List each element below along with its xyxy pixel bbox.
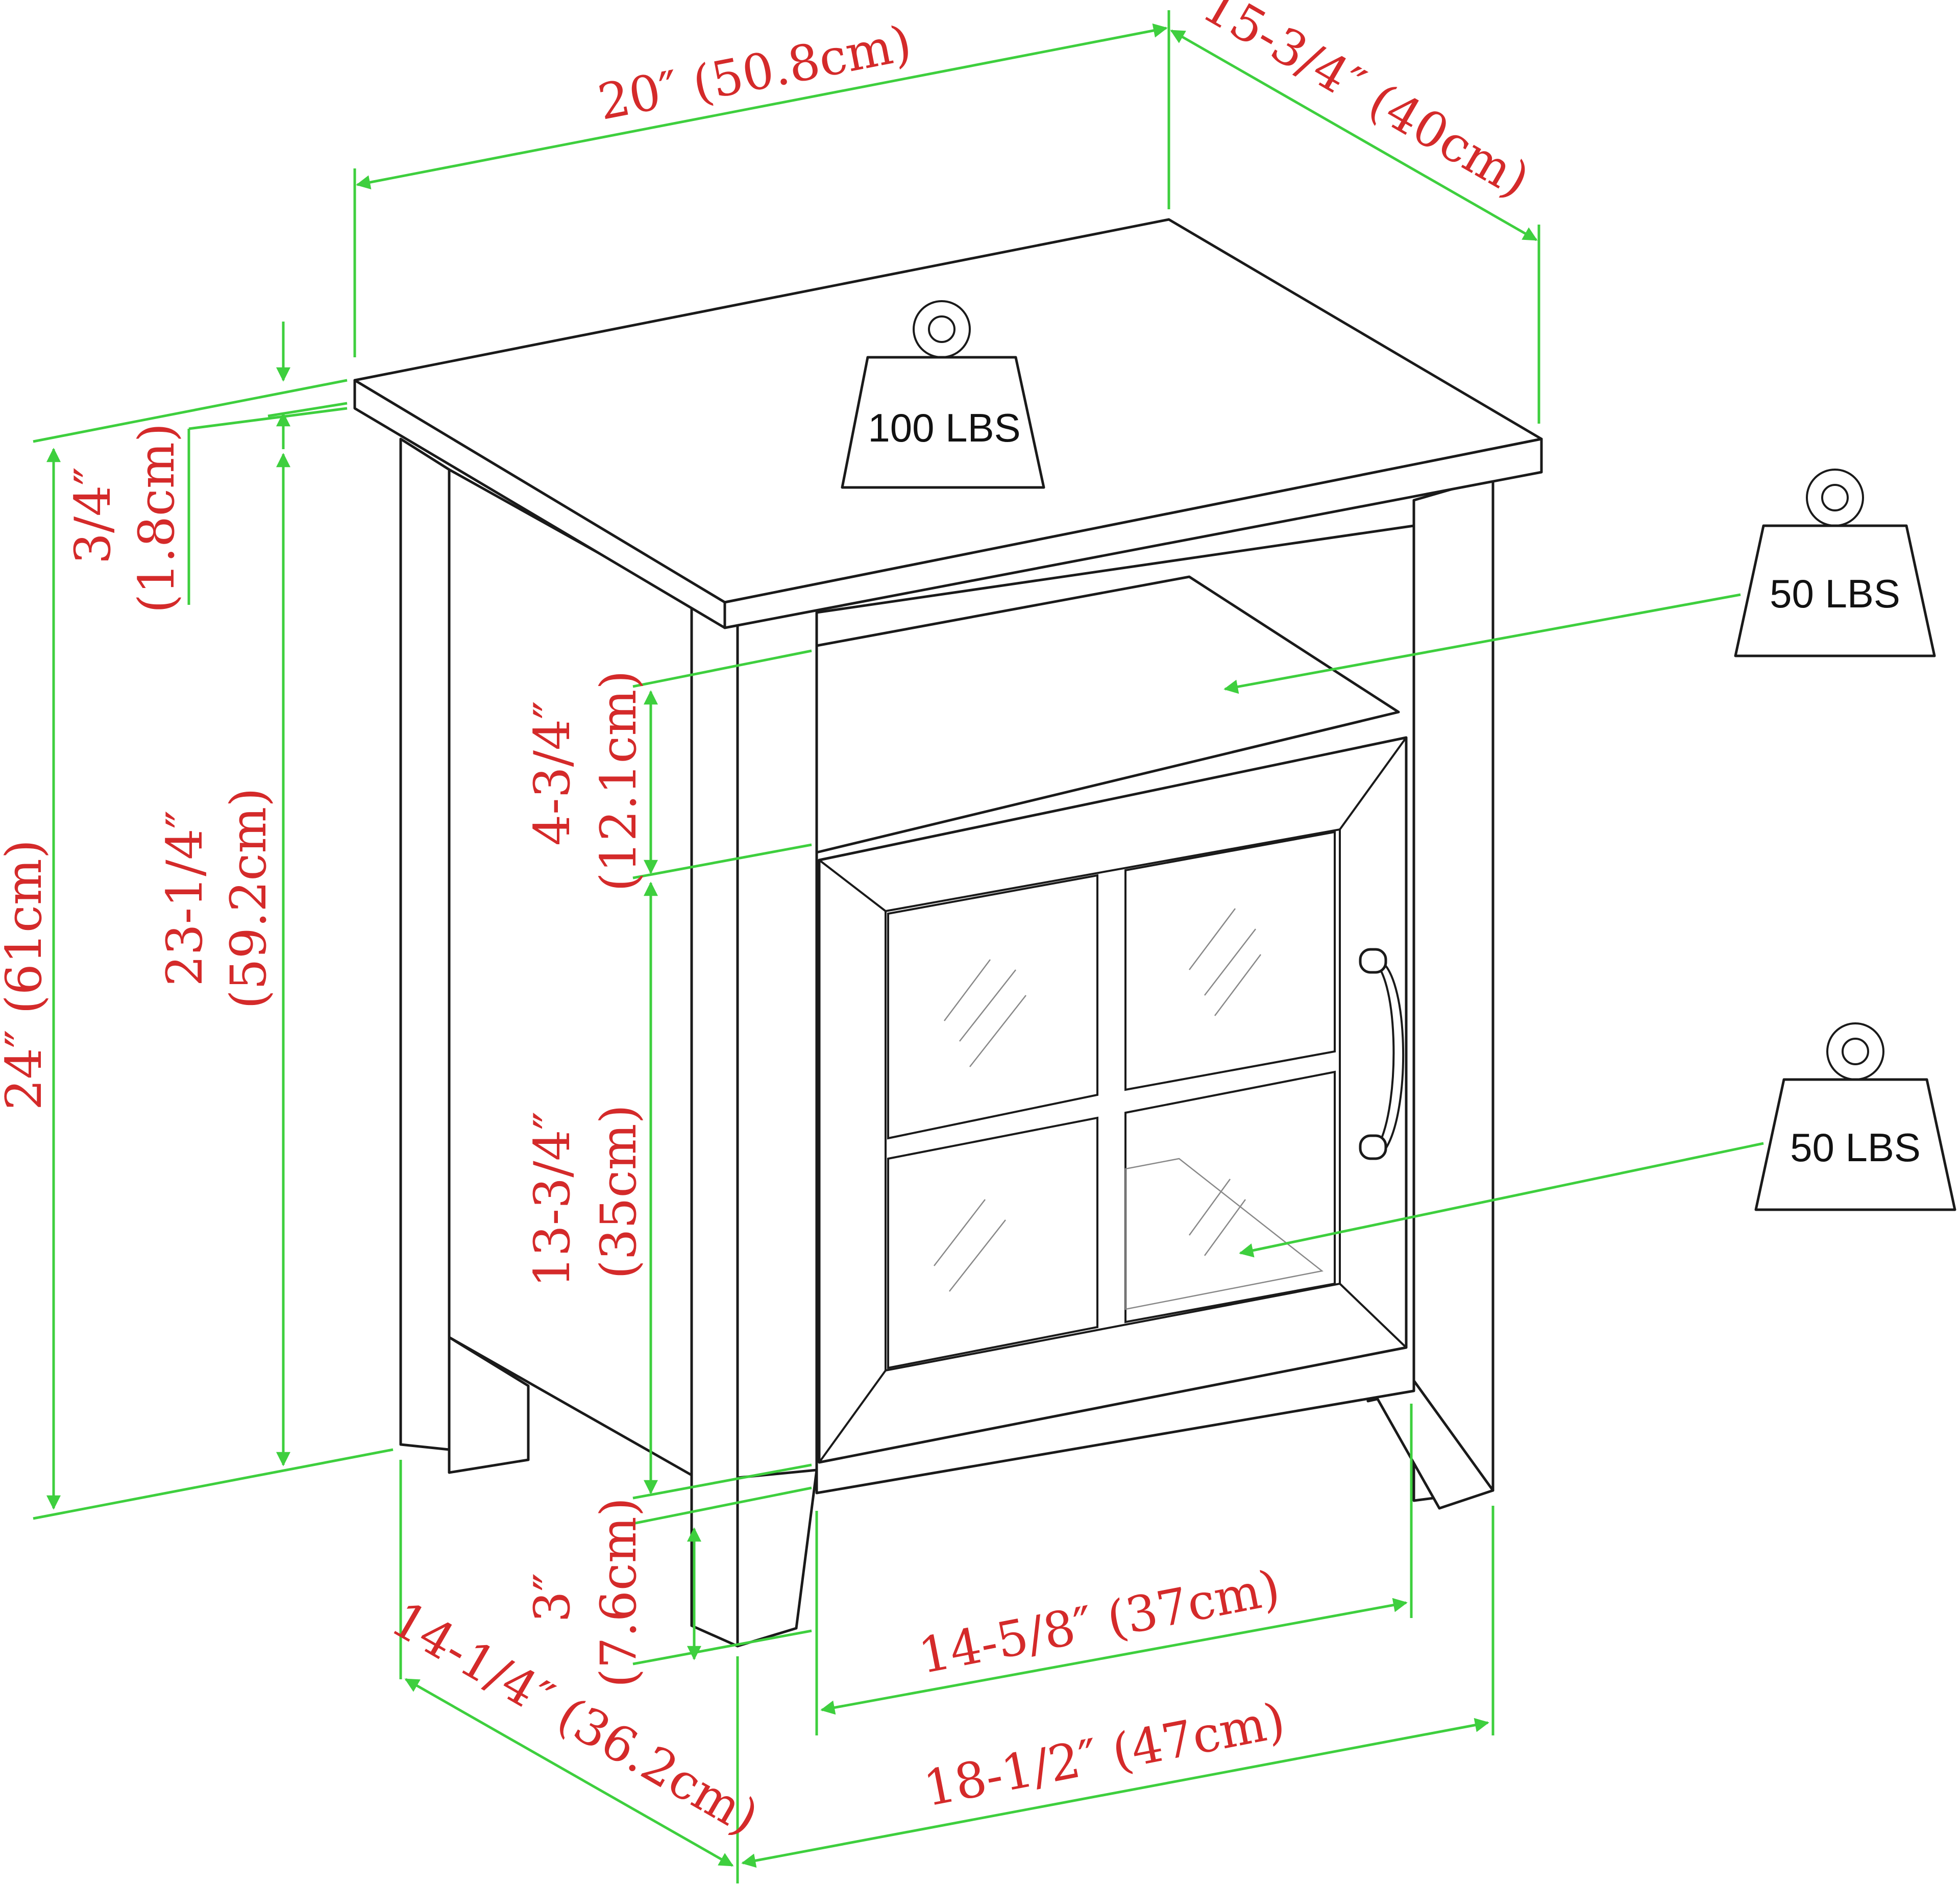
cabinet-door — [818, 736, 1408, 1464]
inner-width-label: 14-5/8″ (37cm) — [914, 1559, 1285, 1685]
shelf-height-cm-label: (12.1cm) — [590, 670, 647, 891]
side-panel — [448, 468, 693, 1477]
body-height-cm-label: (59.2cm) — [220, 788, 277, 1009]
body-height-in-label: 23-1/4″ — [156, 811, 213, 987]
weight-top-label: 100 LBS — [868, 405, 1020, 450]
glass-panes — [887, 830, 1336, 1369]
shelf-load-arrow — [1223, 593, 1741, 694]
cabinet-height-cm-label: (35cm) — [590, 1105, 647, 1279]
cabinet-load-arrow — [1239, 1142, 1764, 1258]
open-shelf — [815, 575, 1400, 854]
outer-width-label: 18-1/2″ (47cm) — [919, 1692, 1290, 1818]
total-height-label: 24″ (61cm) — [0, 840, 53, 1110]
weight-shelf-label: 50 LBS — [1770, 571, 1900, 616]
dimension-lines — [33, 10, 1540, 1883]
front-left-leg-taper — [736, 1468, 818, 1648]
back-left-leg — [399, 437, 451, 1451]
front-left-leg — [690, 603, 739, 1648]
leg-height-in-label: 3″ — [524, 1573, 581, 1623]
weight-shelf-icon: 50 LBS — [1734, 469, 1936, 657]
right-back-post — [1412, 476, 1494, 1502]
table-top-right-edge — [723, 437, 1543, 629]
back-left-leg-foot — [448, 1336, 530, 1474]
top-depth-label: 15-3/4″ (40cm) — [1193, 0, 1539, 209]
top-width-label: 20″ (50.8cm) — [594, 14, 916, 131]
weight-cabinet-icon: 50 LBS — [1754, 1022, 1956, 1211]
cabinet-height-in-label: 13-3/4″ — [524, 1112, 581, 1288]
top-thickness-cm-label: (1.8cm) — [128, 423, 185, 613]
shelf-height-in-label: 4-3/4″ — [524, 701, 581, 846]
door-handle-icon — [1359, 948, 1405, 1160]
leg-height-cm-label: (7.6cm) — [590, 1498, 647, 1687]
weight-cabinet-label: 50 LBS — [1790, 1125, 1921, 1170]
top-thickness-in-label: 3/4″ — [64, 467, 121, 564]
weight-top-icon: 100 LBS — [841, 300, 1045, 489]
